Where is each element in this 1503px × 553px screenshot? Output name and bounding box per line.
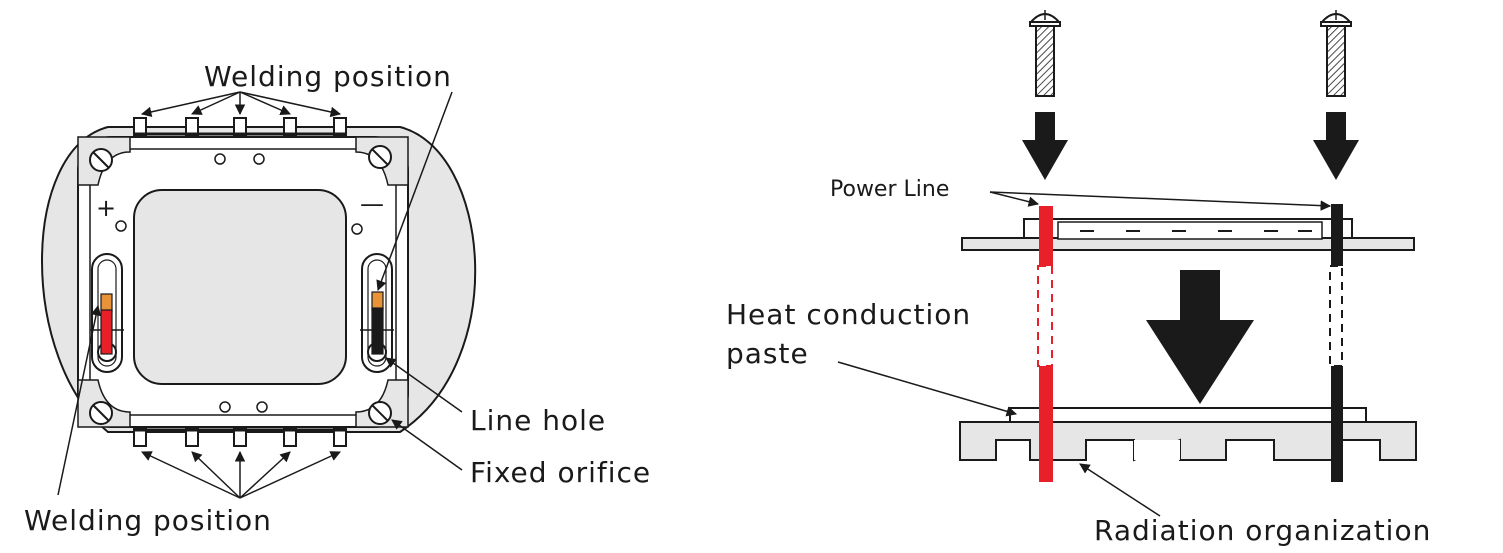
label-line-hole: Line hole xyxy=(470,404,606,437)
chip-frame-inner xyxy=(89,148,397,416)
label-paste: paste xyxy=(726,337,809,370)
leader-lines-right xyxy=(837,191,1332,517)
fixing-screw-bottom-right xyxy=(368,401,392,425)
label-fixed-orifice: Fixed orifice xyxy=(470,456,651,489)
down-arrow-right xyxy=(1313,112,1359,180)
led-lens xyxy=(133,189,347,385)
fixing-screw-bottom-left xyxy=(89,401,113,425)
label-power-line: Power Line xyxy=(830,177,949,202)
power-wire-positive xyxy=(1037,206,1053,482)
welding-arrows-bottom xyxy=(57,304,341,499)
label-welding-position-top: Welding position xyxy=(204,60,452,93)
down-arrow-assembly xyxy=(1146,270,1254,404)
polarity-minus: — xyxy=(360,190,384,218)
fixing-screw-top-right xyxy=(368,145,392,169)
polarity-plus: + xyxy=(96,194,116,222)
mounting-screw-left xyxy=(1028,10,1062,97)
top-welding-pins xyxy=(133,117,347,137)
bottom-welding-pins xyxy=(133,427,347,447)
leader-lines-left xyxy=(385,357,463,471)
label-radiation-organization: Radiation organization xyxy=(1094,514,1431,547)
led-chip-top-view xyxy=(41,117,477,447)
led-board-side xyxy=(961,218,1415,251)
positive-wire-left xyxy=(100,293,113,355)
power-wire-negative xyxy=(1329,204,1343,482)
down-arrow-left xyxy=(1022,112,1068,180)
heat-sink xyxy=(959,407,1417,462)
label-heat-conduction: Heat conduction xyxy=(726,298,971,331)
welding-arrows-top xyxy=(140,91,453,291)
label-welding-position-bottom: Welding position xyxy=(24,504,272,537)
fixing-screw-top-left xyxy=(89,148,113,172)
mounting-screw-right xyxy=(1319,10,1353,97)
negative-wire-left xyxy=(371,291,384,355)
